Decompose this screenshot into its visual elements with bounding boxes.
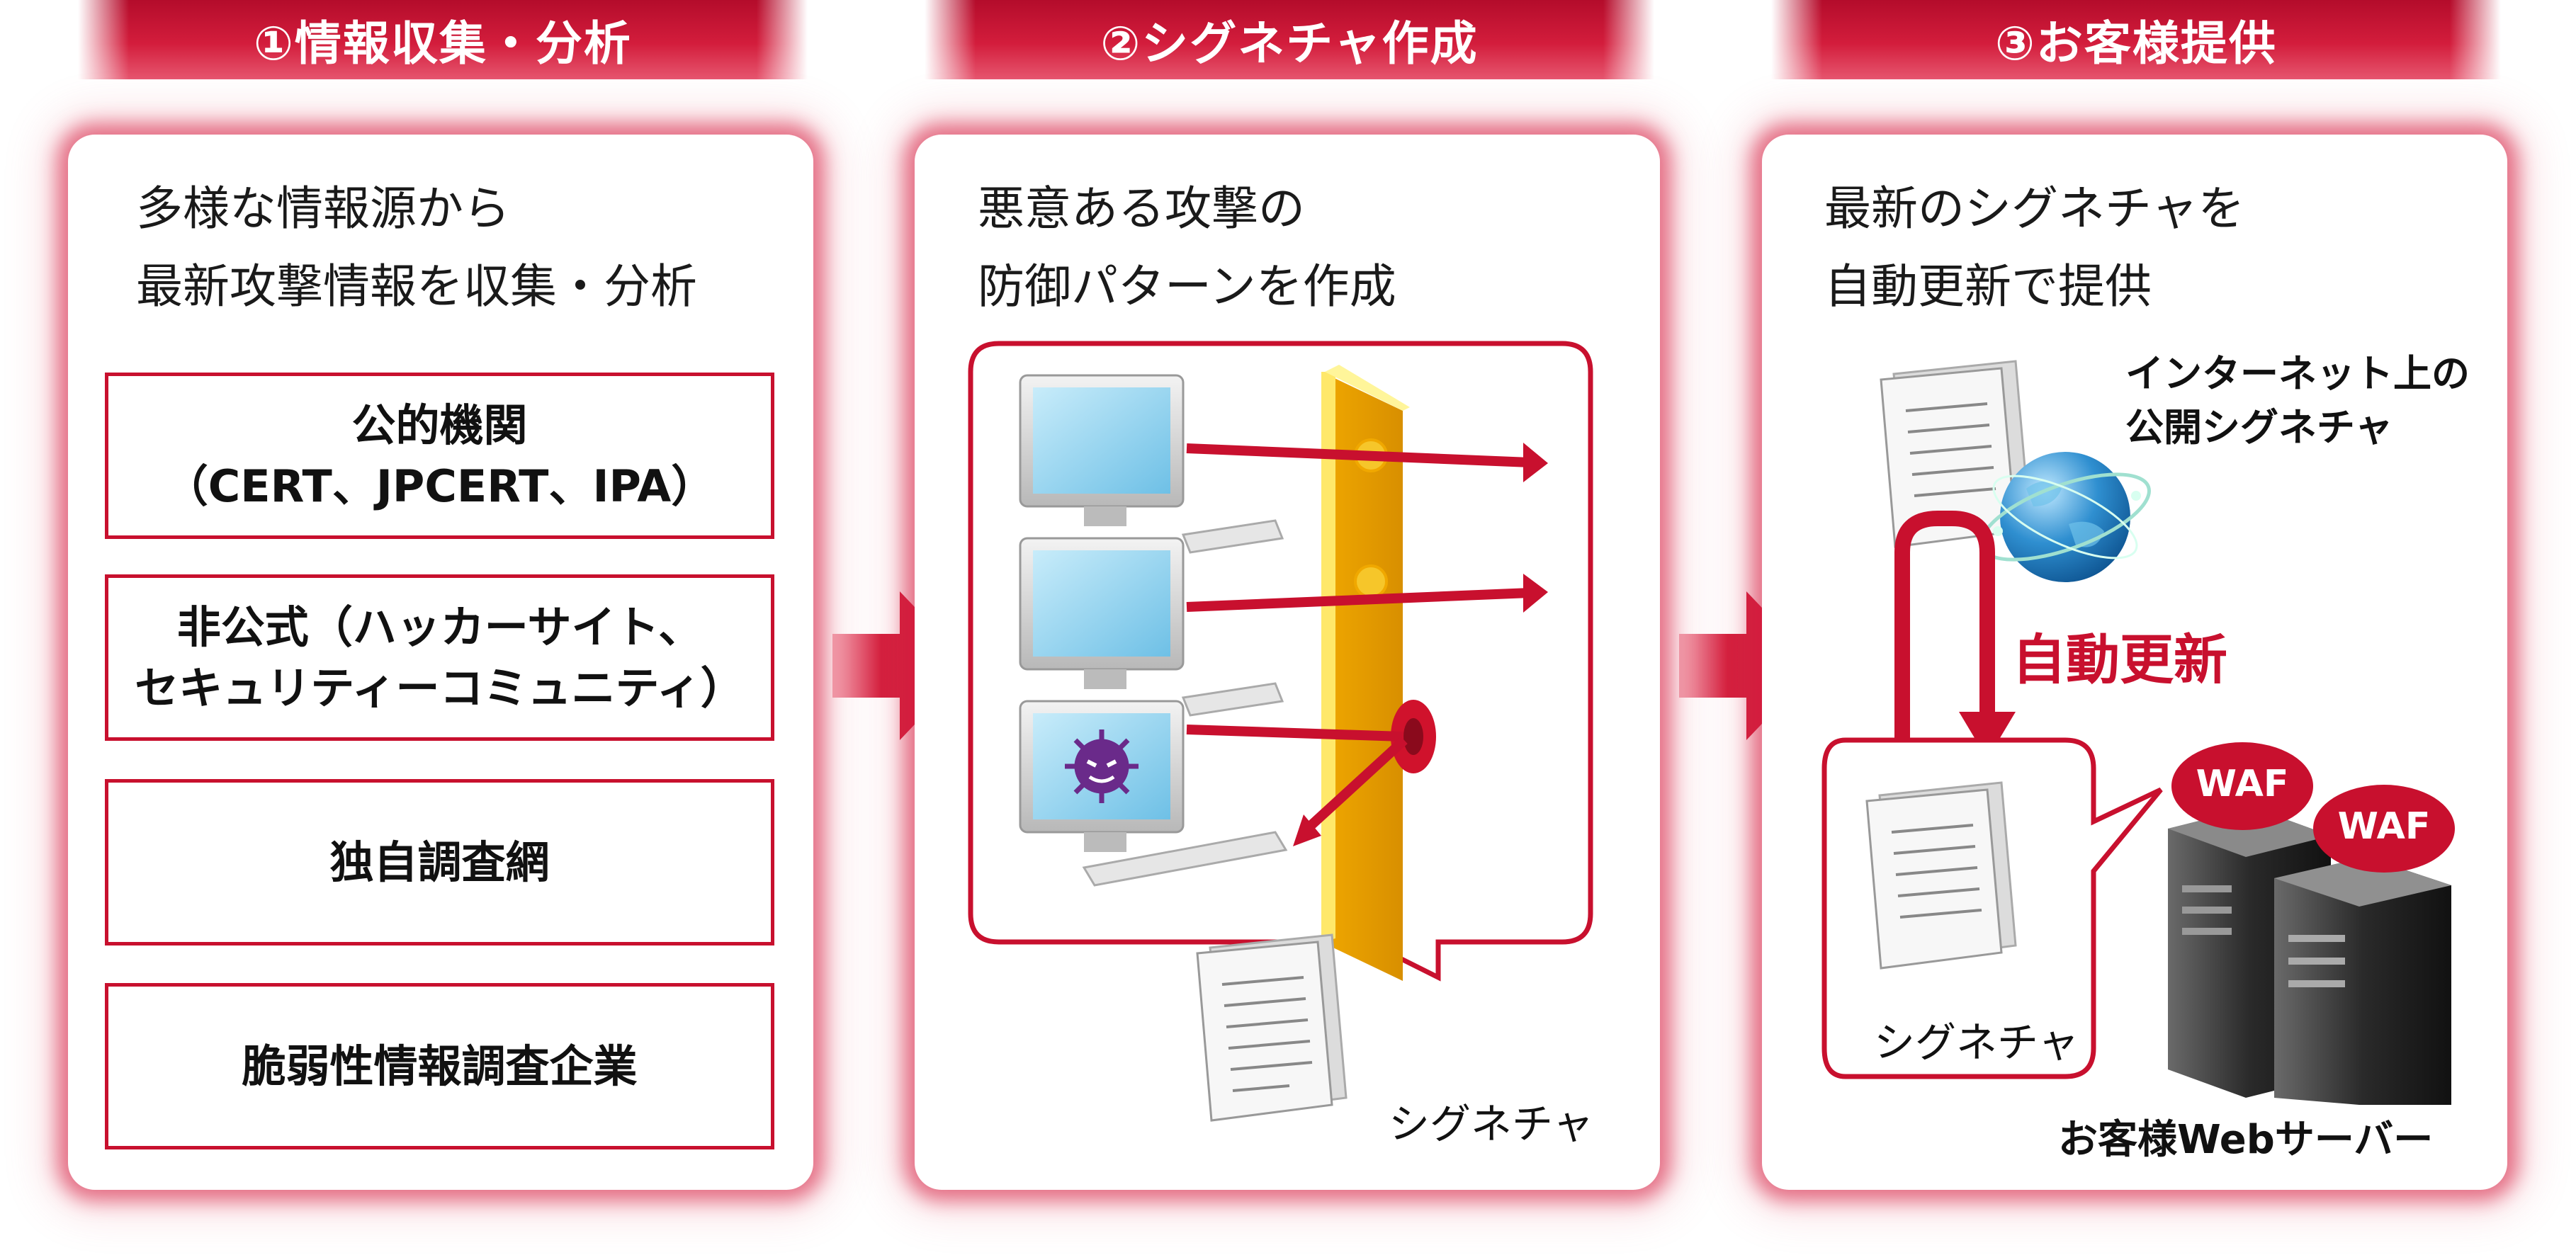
attack-arrow-1 xyxy=(1186,438,1548,482)
step1-desc-line1: 多様な情報源から xyxy=(136,181,510,236)
step3-description: 最新のシグネチャを 自動更新で提供 xyxy=(1824,170,2244,326)
source-vulnerability-firms: 脆弱性情報調査企業 xyxy=(105,983,774,1149)
step2-desc-line2: 防御パターンを作成 xyxy=(978,259,1396,314)
flow-arrow-2-to-3 xyxy=(1679,591,1817,740)
source-unofficial-line1: 非公式（ハッカーサイト、 xyxy=(176,601,703,653)
server-front-icon xyxy=(2274,857,2451,1105)
step3-desc-line2: 自動更新で提供 xyxy=(1824,259,2152,314)
signature-label-step2: シグネチャ xyxy=(1389,1100,1594,1148)
globe-icon xyxy=(1979,452,2151,582)
step1-title-ribbon: ①情報収集・分析 xyxy=(78,0,808,79)
signature-document-icon xyxy=(1196,933,1348,1122)
waf-badges xyxy=(2171,742,2455,873)
customer-web-server-label: お客様Webサーバー xyxy=(2058,1117,2434,1163)
defense-wall-side xyxy=(1321,372,1403,981)
public-signature-line1: インターネット上の xyxy=(2125,351,2470,396)
step1-title: ①情報収集・分析 xyxy=(254,16,632,71)
step2-title: ②シグネチャ作成 xyxy=(1100,16,1479,71)
auto-update-label: 自動更新 xyxy=(2012,628,2227,691)
step1-description: 多様な情報源から 最新攻撃情報を収集・分析 xyxy=(136,170,697,326)
infected-computer-icon xyxy=(1019,700,1288,887)
source-own-network: 独自調査網 xyxy=(105,779,774,945)
public-signature-label: インターネット上の 公開シグネチャ xyxy=(2125,347,2470,455)
step3-title-ribbon: ③お客様提供 xyxy=(1771,0,2501,79)
flow-arrow-1-to-2 xyxy=(832,591,971,740)
source-own-network-label: 独自調査網 xyxy=(329,836,550,888)
source-unofficial: 非公式（ハッカーサイト、 セキュリティーコミュニティ） xyxy=(105,574,774,741)
step2-description: 悪意ある攻撃の 防御パターンを作成 xyxy=(978,170,1396,326)
signature-document-icon-step3 xyxy=(1865,781,2017,970)
virus-icon xyxy=(1065,729,1139,803)
source-vulnerability-label: 脆弱性情報調査企業 xyxy=(242,1040,638,1092)
public-signature-line2: 公開シグネチャ xyxy=(2125,405,2393,450)
waf-label-2: WAF xyxy=(2337,805,2431,848)
signature-label-step3: シグネチャ xyxy=(1874,1018,2079,1067)
blocked-attack-arrow xyxy=(1186,700,1436,846)
step2-title-ribbon: ②シグネチャ作成 xyxy=(925,0,1654,79)
source-unofficial-line2: セキュリティーコミュニティ） xyxy=(135,661,745,714)
source-public-line2: （CERT、JPCERT、IPA） xyxy=(164,460,716,512)
computer-1-icon xyxy=(1019,374,1284,554)
web-servers-icon xyxy=(2168,807,2451,1105)
step2-desc-line1: 悪意ある攻撃の xyxy=(978,181,1305,236)
source-public-line1: 公的機関 xyxy=(351,399,528,451)
step1-desc-line2: 最新攻撃情報を収集・分析 xyxy=(136,259,697,314)
step3-desc-line1: 最新のシグネチャを xyxy=(1824,181,2245,236)
auto-update-arrow xyxy=(1894,511,2016,768)
source-public-agencies: 公的機関 （CERT、JPCERT、IPA） xyxy=(105,373,774,539)
computer-2-icon xyxy=(1019,537,1284,717)
attack-arrow-2 xyxy=(1186,564,1548,613)
waf-label-1: WAF xyxy=(2196,763,2289,805)
attack-scene-bubble xyxy=(968,341,1593,982)
step3-title: ③お客様提供 xyxy=(1995,16,2277,71)
